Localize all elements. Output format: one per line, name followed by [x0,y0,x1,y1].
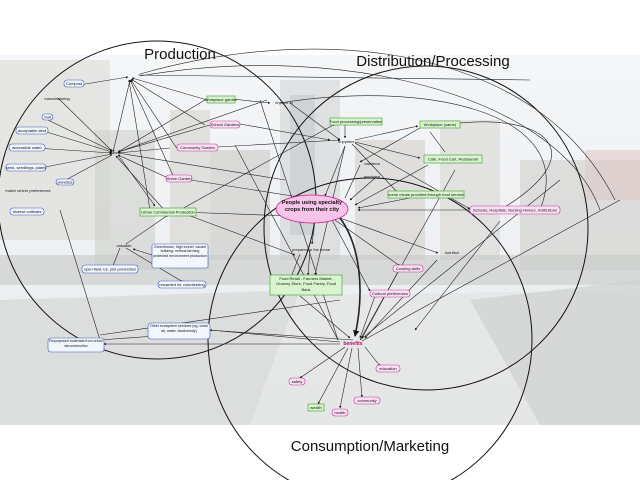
node-cafe: Cafe, Food Cart, Restaurant [423,154,483,164]
node-some-meals: some meals provided through food service [387,190,464,199]
node-safety: safety [288,377,306,386]
node-imports-to: imports to [275,100,293,105]
node-label: Greenhouse, high tunnel, vacant building… [153,245,207,258]
node-health: health [331,408,349,417]
consumption-title: Consumption/Marketing [291,438,449,455]
node-label: education [379,366,396,371]
node-food-retail: Food Retail - Farmers Market, Grocery St… [269,274,343,296]
node-suppliers: Suppliers [338,139,355,144]
node-workplace-garden: Workplace garden [205,95,237,104]
node-cooking-skills: Cooking skills [392,264,424,273]
node-education: education [375,364,401,373]
node-ecosystem: Other ecosystem services (eg, clean air,… [147,322,211,340]
node-accessible-water: accessible water [8,143,46,152]
node-label: Repurposed materials from urban deconstr… [49,339,103,348]
production-title: Production [144,46,216,63]
node-open-field: open field, lot, plot production [81,264,139,274]
node-cafeteria: cafeteria [364,161,380,166]
node-label: Food Retail - Farmers Market, Grocery St… [276,276,336,292]
node-label: Urban Commercial Production [141,209,195,214]
node-label: Other ecosystem services (eg, clean air,… [149,324,209,333]
node-seed-seedlings: seed, seedlings, plants [6,163,47,172]
node-label: some meals provided through food service [388,192,464,197]
node-people: People using specialty crops from their … [275,194,349,224]
node-food-processing: Food processing/preservation [330,117,383,126]
node-label: water [109,150,119,155]
node-prepared: prepared in the home [292,247,331,252]
node-label: Home Garden [166,176,191,181]
node-label: accessible water [12,145,42,150]
node-nutrition: nutrition [445,250,459,255]
node-community-garden: Community Garden [176,143,219,152]
node-soil: Soil [41,113,54,121]
node-urban-commercial: Urban Commercial Production [139,207,197,217]
node-label: Cafe, Food Cart, Restaurant [428,156,479,161]
node-community: community [353,396,381,405]
node-acceptable-land: acceptable land [15,126,49,135]
node-cultural: Cultural preferences [369,289,411,298]
node-label: Food processing/preservation [330,119,383,124]
distribution-title: Distribution/Processing [356,53,509,70]
node-label: Cooking skills [396,266,420,271]
node-purchase: purchase [364,174,381,179]
node-label: Soil [44,115,51,120]
node-benefits: benefits [343,341,362,347]
node-label: manufacturing [44,96,69,101]
node-label: community [357,398,376,403]
node-wealth: wealth [307,403,325,412]
node-label: provides [57,180,72,185]
node-label: valuable [117,243,133,248]
node-label: purchase [364,174,381,179]
node-match-where: match where preferences [5,188,50,193]
node-repurposed: Repurposed materials from urban deconstr… [47,337,105,353]
node-label: match where preferences [5,188,50,193]
node-label: nutrition [445,250,459,255]
node-label: Schools, Hospitals, Nursing Homes, Insti… [473,207,557,212]
node-label: Cultural preferences [372,291,408,296]
node-greenhouse: Greenhouse, high tunnel, vacant building… [151,243,209,269]
node-label: cafeteria [364,161,380,166]
node-provides: provides [55,178,75,186]
node-schools: Schools, Hospitals, Nursing Homes, Insti… [469,205,561,215]
connectors [34,48,621,409]
city-background [0,55,640,425]
node-label: safety [292,379,303,384]
node-label: Community Garden [180,145,215,150]
node-diverse-cultivars: diverse cultivars [9,207,45,216]
node-compost: Compost [63,79,85,88]
node-water: water [109,150,119,155]
node-label: Workplace (same) [424,122,457,127]
node-workplace-same: Workplace (same) [419,120,461,129]
node-label: People using specialty crops from their … [281,200,343,213]
node-valuable: valuable [117,243,133,248]
node-manufacturing: manufacturing [44,96,69,101]
node-label: seed, seedlings, plants [6,165,47,170]
node-label: wealth [310,405,322,410]
node-label: health [335,410,346,415]
node-school-gardens: School Gardens [209,120,241,129]
consumption-circle [207,177,533,480]
node-label: Workplace garden [205,97,237,102]
node-rewarded: rewarded for volunteering [157,280,207,289]
node-label: benefits [343,341,362,347]
node-label: imports to [275,100,293,105]
node-label: Compost [66,81,83,86]
distribution-circle [263,65,589,391]
node-label: open field, lot, plot production [84,266,136,271]
node-label: prepared in the home [292,247,331,252]
node-label: rewarded for volunteering [159,282,204,287]
node-label: diverse cultivars [13,209,42,214]
node-label: School Gardens [211,122,240,127]
node-label: acceptable land [18,128,46,133]
node-label: Suppliers [338,139,355,144]
node-home-garden: Home Garden [165,174,193,183]
nodes: Compost manufacturing Soil water accepta… [5,79,561,417]
